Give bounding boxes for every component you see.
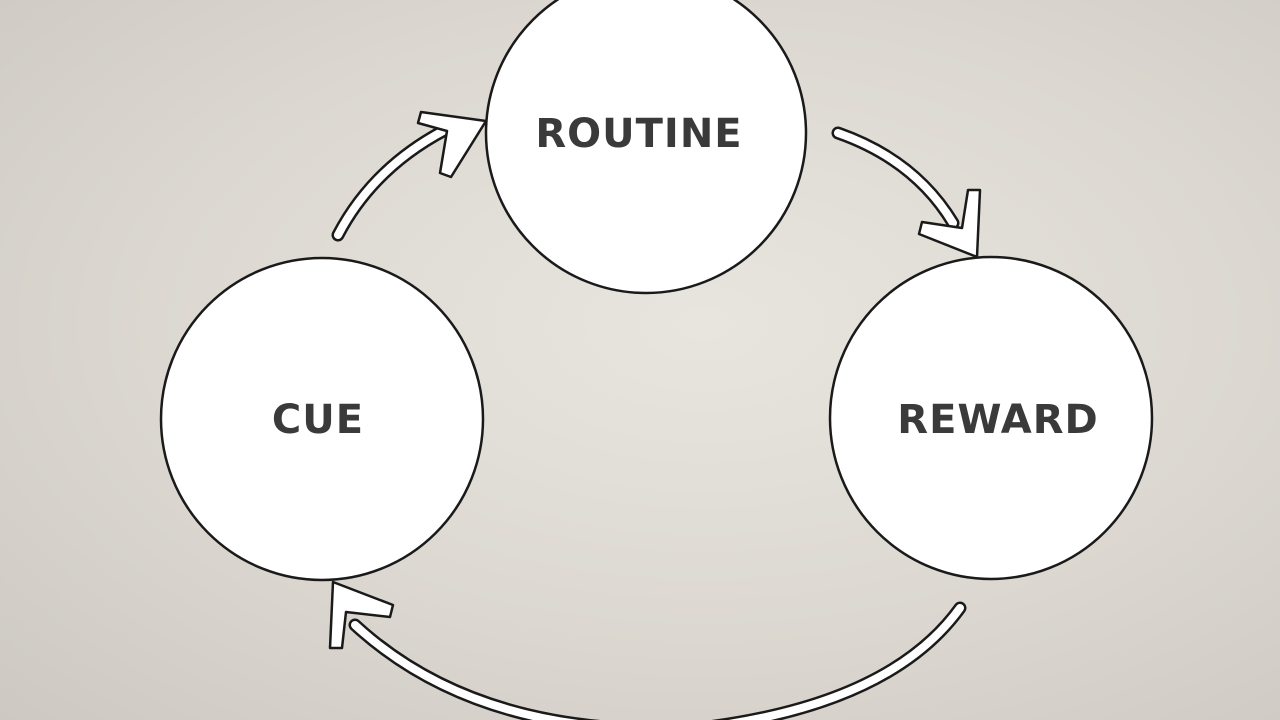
node-cue: CUE (159, 256, 485, 582)
node-routine-label: ROUTINE (535, 111, 742, 157)
arrow-reward-to-cue (328, 580, 967, 720)
node-cue-label: CUE (272, 397, 364, 443)
node-reward-label: REWARD (897, 397, 1098, 443)
arrow-cue-to-routine (331, 110, 488, 242)
node-routine: ROUTINE (484, 0, 808, 295)
arrow-routine-to-reward (831, 126, 982, 259)
node-reward: REWARD (828, 255, 1154, 581)
